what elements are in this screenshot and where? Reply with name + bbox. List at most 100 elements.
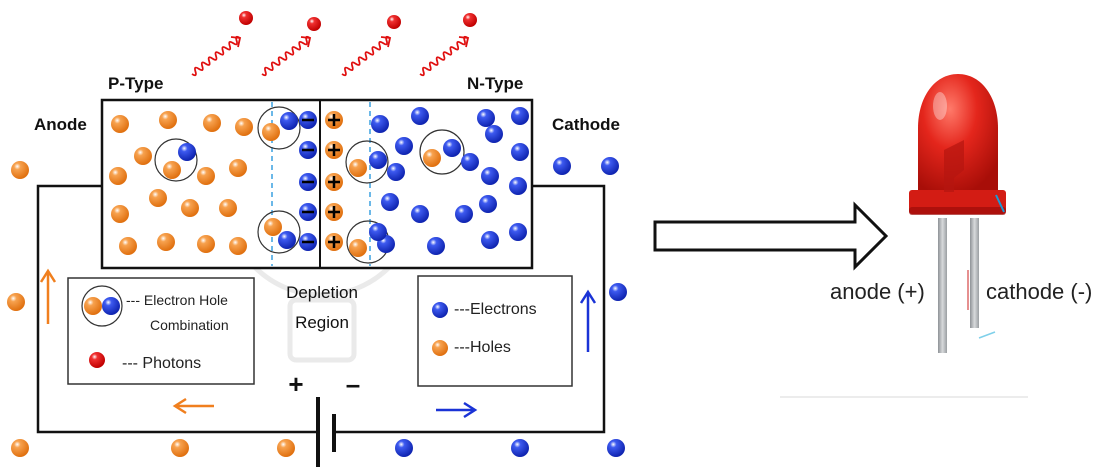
n-type-label: N-Type [467, 74, 523, 93]
hole-particle [197, 167, 215, 185]
electron-particle [395, 137, 413, 155]
recombination-circles [81, 106, 465, 327]
led-component-icon [909, 74, 1006, 353]
legend-combination-line1: --- Electron Hole [126, 292, 228, 308]
hole-particle [197, 235, 215, 253]
hole-particle [134, 147, 152, 165]
current-arrow-left-bottom [172, 397, 214, 415]
electron-particle [369, 151, 387, 169]
electron-particle [387, 163, 405, 181]
electron-particle [280, 112, 298, 130]
circuit-wire [36, 184, 606, 434]
electron-particle [371, 115, 389, 133]
led-anode-label: anode (+) [830, 279, 925, 304]
hole-particle [11, 439, 29, 457]
led-flange-shade [909, 207, 1006, 215]
electron-particle [427, 237, 445, 255]
hole-particle [264, 218, 282, 236]
electron-particle [601, 157, 619, 175]
electron-particle [511, 143, 529, 161]
current-arrow-up-left [39, 268, 57, 324]
electron-particle [443, 139, 461, 157]
hole-particle [423, 149, 441, 167]
pn-junction-box [100, 98, 534, 270]
electron-particle [509, 223, 527, 241]
photon-arrowhead [380, 36, 392, 48]
depletion-label: Depletion [286, 283, 358, 302]
hole-particle [171, 439, 189, 457]
current-arrow-right-bottom [436, 401, 478, 419]
photon-particle [387, 15, 401, 29]
particles-layer [7, 107, 627, 457]
wavy-photon-icon [191, 35, 241, 77]
led-highlight [933, 92, 947, 120]
wavy-photon-icon [261, 35, 311, 77]
electron-particle [369, 223, 387, 241]
hole-particle [349, 159, 367, 177]
led-anvil-inner [944, 140, 964, 192]
hole-particle [203, 114, 221, 132]
electron-particle [432, 302, 448, 318]
battery-plus-label: + [288, 369, 303, 399]
cathode-label: Cathode [552, 115, 620, 134]
hole-particle [149, 189, 167, 207]
hole-particle [235, 118, 253, 136]
wavy-photon-icon [419, 35, 469, 77]
led-anode-leg [938, 218, 947, 353]
legend-combination-line2: Combination [150, 317, 229, 333]
electron-particle [395, 439, 413, 457]
recombination-ring [257, 106, 301, 150]
hole-particle [229, 237, 247, 255]
photon-particle [239, 11, 253, 25]
hole-particle [111, 115, 129, 133]
electron-particle [609, 283, 627, 301]
hole-particle [219, 199, 237, 217]
photon-arrowhead [230, 36, 242, 48]
electron-particle [461, 153, 479, 171]
recombination-ring [419, 129, 465, 175]
electron-particle [455, 205, 473, 223]
electron-particle [479, 195, 497, 213]
electron-particle [411, 107, 429, 125]
legend-photons-label: --- Photons [122, 355, 201, 372]
emitted-photons [191, 11, 477, 77]
hole-particle [163, 161, 181, 179]
region-label: Region [295, 313, 349, 332]
depletion-ions [299, 111, 343, 251]
electron-particle [485, 125, 503, 143]
photon-particle [463, 13, 477, 27]
electron-particle [553, 157, 571, 175]
recombination-ring [154, 138, 198, 182]
hole-particle [277, 439, 295, 457]
recombination-ring [257, 210, 301, 254]
hole-particle [157, 233, 175, 251]
hole-particle [349, 239, 367, 257]
legend-combination-ring [81, 285, 123, 327]
battery-minus-label: – [346, 369, 360, 399]
led-cathode-leg [970, 218, 979, 328]
legend-electrons-label: ---Electrons [454, 301, 537, 318]
led-flat-edge [995, 194, 1005, 213]
electron-particle [278, 231, 296, 249]
electron-particle [511, 439, 529, 457]
hole-particle [432, 340, 448, 356]
led-leg-tick [978, 331, 996, 339]
photon-arrowhead [458, 36, 470, 48]
electron-particle [411, 205, 429, 223]
hole-particle [84, 297, 102, 315]
hollow-right-arrow-icon [653, 201, 889, 271]
hole-particle [181, 199, 199, 217]
electron-particle [511, 107, 529, 125]
legend-right-box [417, 275, 573, 387]
electron-particle [481, 167, 499, 185]
photon-arrowhead [300, 36, 312, 48]
p-type-label: P-Type [108, 74, 163, 93]
photon-particle [89, 352, 105, 368]
hole-particle [11, 161, 29, 179]
electron-particle [477, 109, 495, 127]
hole-particle [159, 111, 177, 129]
electron-particle [178, 143, 196, 161]
photon-particle [307, 17, 321, 31]
recombination-ring [345, 140, 389, 184]
